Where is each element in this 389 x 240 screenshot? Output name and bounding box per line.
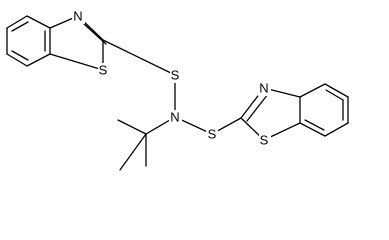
tert-butyl-group	[117, 116, 176, 171]
double-bond-inner	[11, 50, 29, 61]
double-bond-inner	[83, 23, 107, 45]
svg-text:S: S	[171, 68, 180, 83]
atom-label-n-top-left: N	[72, 9, 85, 24]
bond	[119, 133, 147, 171]
bond	[299, 122, 326, 137]
bond	[117, 119, 147, 135]
atom-label-s-lower-link: S	[206, 127, 218, 142]
left-thiazole-ring	[49, 15, 107, 71]
atom-label-s-upper-link: S	[170, 68, 182, 83]
bond	[6, 53, 28, 67]
svg-text:N: N	[259, 81, 268, 96]
bond	[324, 122, 349, 137]
bond	[324, 83, 349, 98]
atom-label-n-right: N	[258, 81, 271, 96]
svg-text:S: S	[208, 127, 217, 142]
double-bond-inner	[304, 119, 325, 131]
svg-text:S: S	[260, 133, 269, 148]
chemical-structure: N S S N S N S	[6, 9, 349, 171]
bond	[26, 15, 51, 29]
bond	[26, 53, 51, 67]
bond	[102, 39, 176, 76]
left-benzene-ring	[6, 15, 51, 67]
bond	[6, 15, 28, 29]
double-bond-inner	[246, 93, 269, 122]
atom-label-s-top-left: S	[98, 63, 110, 78]
svg-text:N: N	[73, 9, 82, 24]
bond	[299, 83, 326, 98]
svg-text:S: S	[99, 63, 108, 78]
double-bond-inner	[325, 89, 344, 101]
bond	[49, 53, 104, 71]
svg-text:N: N	[170, 110, 179, 125]
double-bond-inner	[11, 21, 29, 32]
right-benzene-ring	[299, 83, 349, 137]
atom-label-s-right: S	[259, 133, 271, 148]
atom-label-n-center: N	[169, 110, 182, 125]
